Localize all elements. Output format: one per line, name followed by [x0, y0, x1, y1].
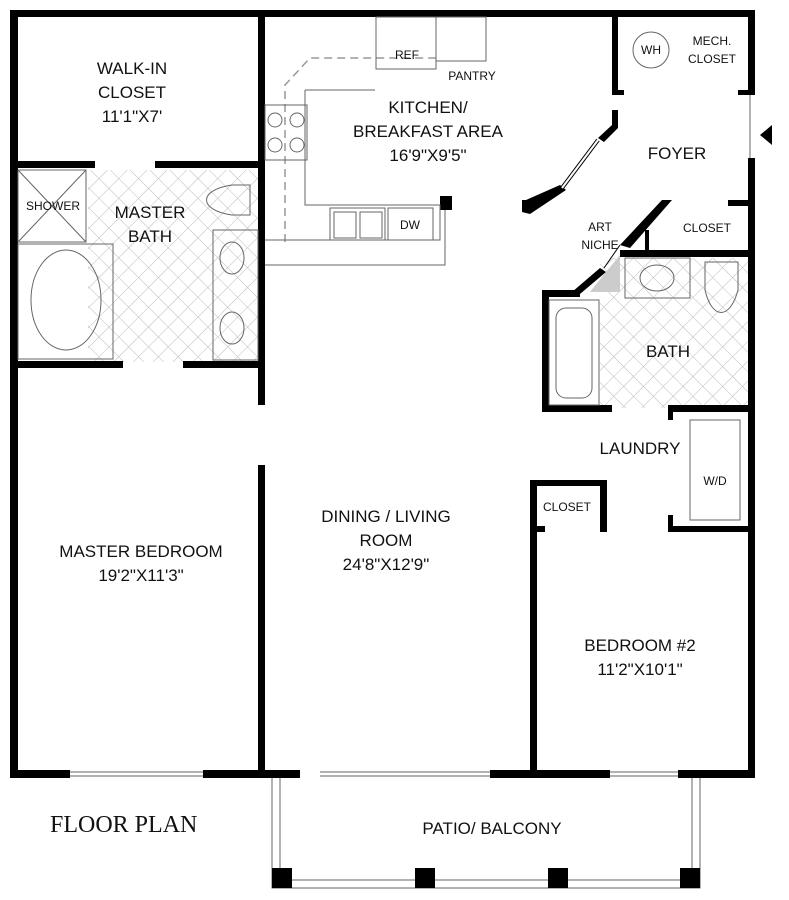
- mech-label-2: CLOSET: [688, 52, 737, 66]
- bath-fixtures: [548, 257, 741, 521]
- entry-arrow-icon: [760, 125, 772, 145]
- walls: [10, 10, 755, 778]
- mech-label: MECH.: [693, 34, 732, 48]
- kitchen-label: KITCHEN/: [388, 98, 468, 117]
- kitchen-size: 16'9"X9'5": [389, 146, 466, 165]
- master-bath-label-2: BATH: [128, 227, 172, 246]
- dining-label: DINING / LIVING: [321, 507, 450, 526]
- laundry-label: LAUNDRY: [600, 439, 681, 458]
- bedroom2-size: 11'2"X10'1": [597, 660, 682, 679]
- kitchen-label-2: BREAKFAST AREA: [353, 122, 504, 141]
- art-niche-label: ART: [588, 220, 612, 234]
- foyer-closet-label: CLOSET: [683, 221, 732, 235]
- art-niche-label-2: NICHE: [581, 238, 618, 252]
- kitchen-fixtures: [264, 16, 670, 266]
- ref-label: REF: [395, 48, 419, 62]
- wh-label: WH: [641, 43, 661, 57]
- dining-label-2: ROOM: [360, 531, 413, 550]
- bath-label: BATH: [646, 342, 690, 361]
- patio: [271, 778, 701, 889]
- bedroom2-label: BEDROOM #2: [584, 636, 695, 655]
- dw-label: DW: [400, 218, 421, 232]
- windows: [70, 95, 751, 777]
- shower-label: SHOWER: [26, 199, 80, 213]
- master-bedroom-label: MASTER BEDROOM: [59, 542, 222, 561]
- walkin-size: 11'1"X7': [102, 107, 162, 126]
- floor-plan-title: FLOOR PLAN: [50, 812, 197, 838]
- dining-size: 24'8"X12'9": [343, 555, 430, 574]
- walkin-label-2: CLOSET: [98, 83, 166, 102]
- master-bath-tile: [88, 170, 258, 362]
- bed2-closet-label: CLOSET: [543, 500, 592, 514]
- patio-label: PATIO/ BALCONY: [422, 819, 561, 838]
- room-labels: WALK-IN CLOSET 11'1"X7' REF PANTRY KITCH…: [26, 34, 737, 838]
- master-bath-label: MASTER: [115, 203, 186, 222]
- master-bedroom-size: 19'2"X11'3": [98, 566, 183, 585]
- master-bath-fixtures: [17, 169, 259, 361]
- pantry-label: PANTRY: [448, 69, 496, 83]
- walkin-label: WALK-IN: [97, 59, 167, 78]
- wd-label: W/D: [703, 474, 727, 488]
- foyer-label: FOYER: [648, 144, 707, 163]
